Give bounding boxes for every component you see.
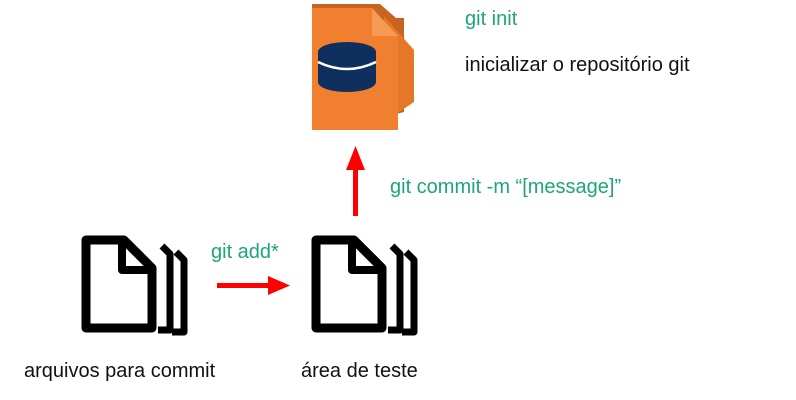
working-files-label: arquivos para commit	[24, 360, 216, 382]
arrow-right-icon	[217, 276, 290, 295]
folder-database-icon	[312, 4, 414, 130]
git-add-command: git add*	[211, 241, 279, 263]
stacked-files-icon	[311, 235, 418, 336]
arrow-up-icon	[346, 146, 365, 216]
database-icon	[317, 42, 377, 92]
git-init-command: git init	[465, 8, 518, 30]
repository-description: inicializar o repositório git	[465, 54, 690, 76]
git-commit-command: git commit -m “[message]”	[390, 176, 622, 198]
staging-area-label: área de teste	[301, 360, 418, 382]
stacked-files-icon	[81, 235, 188, 336]
